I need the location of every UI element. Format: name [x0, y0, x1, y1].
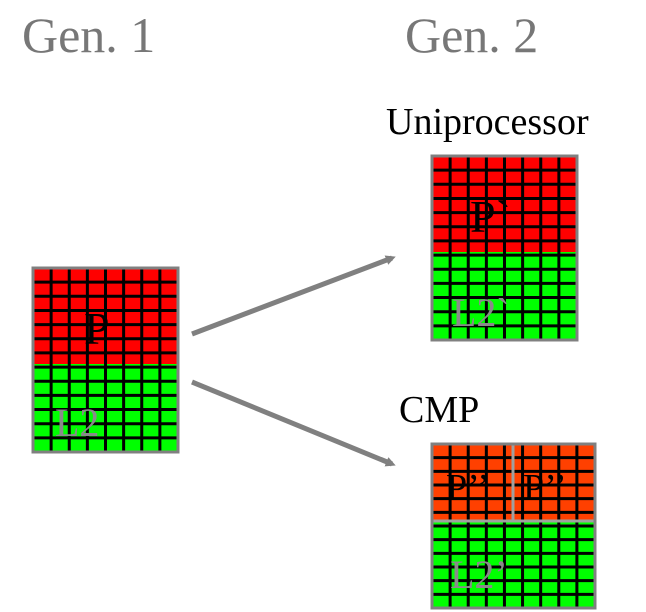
cmp-core1-label: P’’ [446, 467, 490, 509]
cmp-caption: CMP [399, 389, 480, 431]
uni-grid [432, 156, 577, 340]
uniprocessor-chip: P` L2` [430, 154, 579, 342]
uni-processor-label: P` [470, 191, 511, 242]
arrow-to-uniprocessor [191, 255, 396, 337]
gen1-processor-label: P [84, 303, 110, 354]
uni-chip-border [430, 154, 579, 342]
cmp-core2-label: P’’ [523, 467, 567, 509]
gen2-heading: Gen. 2 [405, 7, 539, 63]
cmp-cache-label: L2’ [450, 552, 508, 597]
cmp-grid [432, 444, 595, 608]
arrow-to-cmp [191, 379, 396, 467]
uniprocessor-caption: Uniprocessor [386, 101, 589, 143]
uni-cache-label: L2` [452, 290, 510, 335]
cmp-chip-border [430, 442, 597, 610]
gen1-chip: P L2 [31, 266, 180, 454]
cmp-chip: P’’ P’’ L2’ [430, 442, 597, 610]
gen1-cache-label: L2 [55, 400, 99, 445]
gen1-chip-border [31, 266, 180, 454]
gen1-grid [33, 268, 178, 452]
gen1-heading: Gen. 1 [22, 7, 156, 63]
